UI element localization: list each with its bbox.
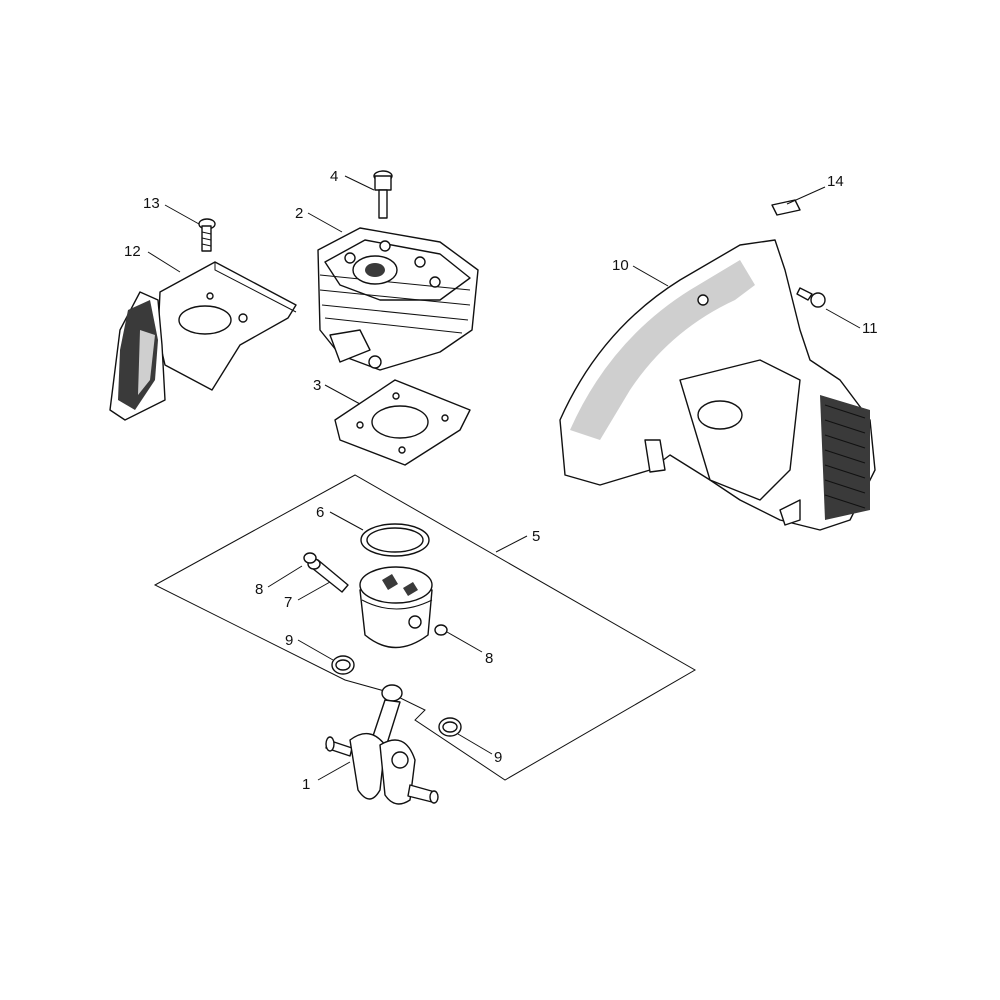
callout-5: 5: [532, 528, 540, 545]
callout-1: 1: [302, 776, 310, 793]
piston-pin-part[interactable]: [307, 558, 349, 593]
callout-4: 4: [330, 168, 338, 185]
callout-2: 2: [295, 205, 303, 222]
callout-9-right: 9: [494, 749, 502, 766]
callout-12: 12: [124, 243, 141, 260]
callout-11: 11: [862, 320, 878, 337]
cylinder-bolt-part[interactable]: [373, 170, 393, 219]
callout-14: 14: [827, 173, 844, 190]
callout-7: 7: [284, 594, 292, 611]
engine-cover-part[interactable]: [559, 239, 876, 531]
crankshaft-part[interactable]: [325, 684, 439, 805]
piston-kit-outline: [153, 474, 697, 781]
cylinder-part[interactable]: [317, 227, 479, 371]
callout-8-right: 8: [485, 650, 493, 667]
callout-6: 6: [316, 504, 324, 521]
piston-part[interactable]: [359, 566, 433, 649]
warning-label-part[interactable]: [771, 199, 801, 216]
piston-clip-left-part[interactable]: [303, 552, 317, 564]
cover-screw-part[interactable]: [796, 287, 826, 308]
piston-ring-part[interactable]: [360, 523, 430, 557]
callout-9-left: 9: [285, 632, 293, 649]
leader-lines: [147, 175, 861, 781]
heat-shield-part[interactable]: [109, 261, 297, 421]
bearing-left-part[interactable]: [331, 655, 355, 675]
piston-clip-right-part[interactable]: [434, 624, 448, 636]
shield-screw-part[interactable]: [198, 218, 216, 252]
callout-8-left: 8: [255, 581, 263, 598]
callout-10: 10: [612, 257, 629, 274]
callout-13: 13: [143, 195, 160, 212]
bearing-right-part[interactable]: [438, 717, 462, 737]
callout-3: 3: [313, 377, 321, 394]
cylinder-gasket-part[interactable]: [334, 379, 471, 466]
